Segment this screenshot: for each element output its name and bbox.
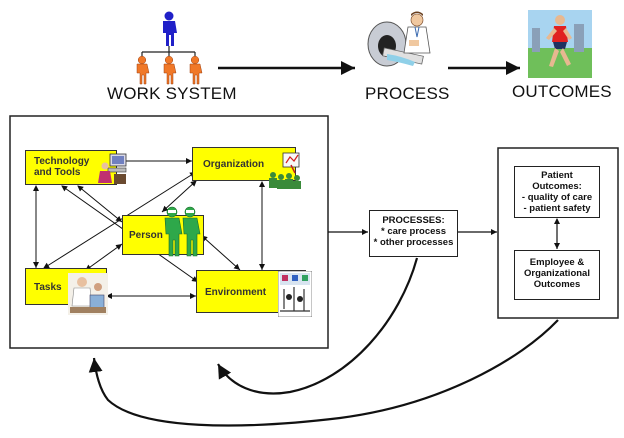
- mri-scanner-icon: [367, 11, 431, 67]
- clinician-task-icon: [68, 273, 108, 315]
- work-system-heading: WORK SYSTEM: [107, 84, 237, 103]
- processes-item-other: * other processes: [373, 237, 454, 248]
- processes-title: PROCESSES:: [382, 215, 445, 226]
- employee-outcomes-box: Employee & Organizational Outcomes: [514, 250, 600, 300]
- patient-outcomes-safety: - patient safety: [523, 203, 591, 214]
- outcomes-outer-box: [497, 147, 619, 319]
- patient-outcomes-quality: - quality of care: [521, 192, 593, 203]
- organization-box: Organization: [192, 147, 296, 181]
- person-label: Person: [129, 230, 163, 241]
- employee-outcomes-line1: Employee &: [529, 257, 585, 268]
- processes-box: PROCESSES: * care process * other proces…: [369, 210, 458, 257]
- org-chart-people-icon: [136, 11, 203, 85]
- employee-outcomes-line3: Outcomes: [533, 279, 581, 290]
- hospital-room-icon: [278, 271, 312, 317]
- organization-label: Organization: [203, 159, 265, 170]
- runner-icon: [528, 10, 592, 78]
- patient-outcomes-box: Patient Outcomes: - quality of care - pa…: [514, 166, 600, 218]
- environment-label: Environment: [205, 287, 267, 298]
- patient-outcomes-line1: Patient: [541, 170, 573, 181]
- outcomes-heading: OUTCOMES: [512, 82, 612, 101]
- surgeons-icon: [164, 206, 201, 257]
- organization-meeting-icon: [269, 152, 301, 189]
- processes-item-care: * care process: [381, 226, 446, 237]
- patient-outcomes-line2: Outcomes:: [532, 181, 582, 192]
- feedback-curve-processes: [217, 257, 419, 395]
- process-heading: PROCESS: [365, 84, 450, 103]
- feedback-curve-outcomes: [88, 319, 559, 427]
- technology-tools-label: Technology and Tools: [34, 156, 90, 178]
- computer-user-icon: [98, 153, 127, 184]
- tasks-label: Tasks: [34, 282, 62, 293]
- employee-outcomes-line2: Organizational: [524, 268, 590, 279]
